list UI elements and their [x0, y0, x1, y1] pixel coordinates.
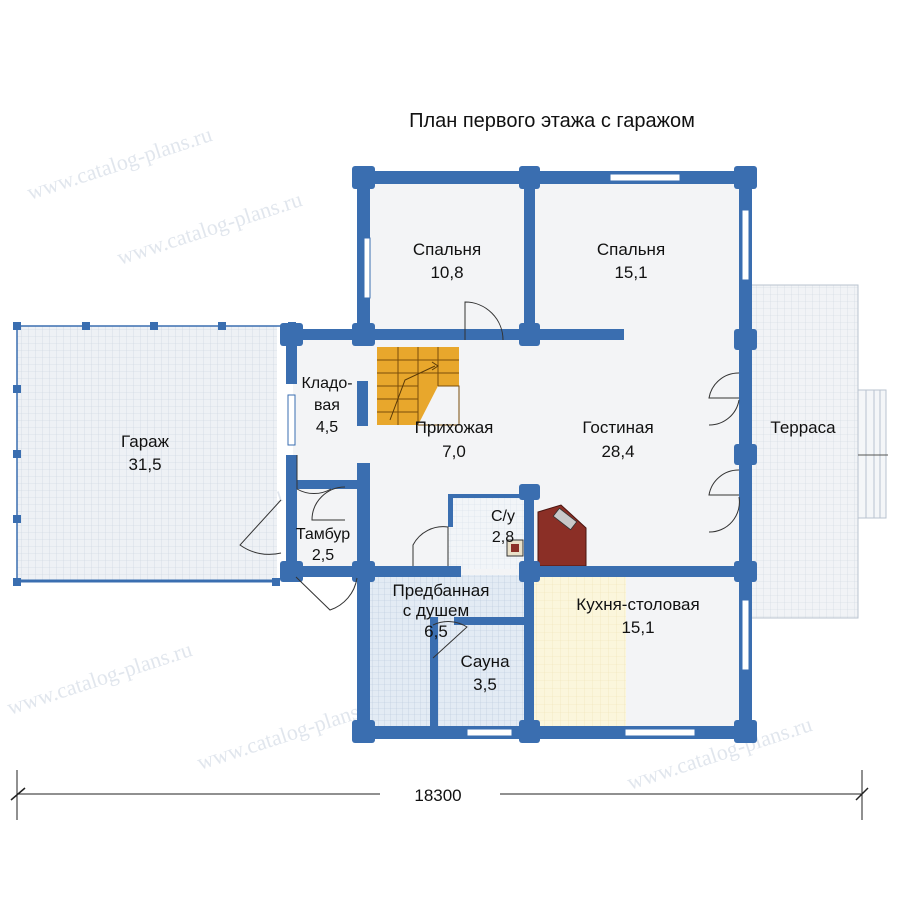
room-name-line1: Предбанная — [393, 581, 490, 600]
room-name: Сауна — [460, 652, 510, 671]
room-name: Тамбур — [296, 526, 350, 543]
dimension-line — [10, 770, 869, 820]
doors — [239, 301, 740, 659]
room-area: 28,4 — [601, 442, 634, 461]
room-name: Спальня — [597, 240, 665, 259]
room-name: Кухня-столовая — [576, 595, 699, 614]
room-area: 4,5 — [316, 419, 338, 436]
watermark-text: www.catalog-plans.ru — [114, 186, 305, 269]
plan-title: План первого этажа с гаражом — [409, 110, 695, 132]
kitchen-floor — [533, 575, 626, 732]
terrace-steps — [857, 389, 887, 519]
room-name: Гостиная — [582, 418, 653, 437]
room-name: Гараж — [121, 432, 170, 451]
room-area: 2,5 — [312, 547, 334, 564]
steps-lines — [865, 390, 881, 518]
watermark-text: www.catalog-plans.ru — [4, 636, 195, 719]
room-area: 6,5 — [424, 622, 448, 641]
dimension-label: 18300 — [414, 786, 461, 805]
room-area: 15,1 — [621, 618, 654, 637]
sauna-zone-floor — [364, 575, 529, 732]
room-name-line2: с душем — [403, 601, 469, 620]
su-floor — [448, 494, 528, 569]
room-name-line2: вая — [314, 397, 340, 414]
kladovaya-floor — [293, 335, 364, 575]
room-area: 10,8 — [430, 263, 463, 282]
stove — [506, 504, 587, 567]
room-area: 7,0 — [442, 442, 466, 461]
stairs — [377, 347, 460, 426]
room-name-line1: Кладо- — [301, 375, 352, 392]
terrace-area — [747, 284, 859, 619]
windows — [287, 173, 750, 737]
room-name: С/у — [491, 508, 515, 525]
room-area: 3,5 — [473, 675, 497, 694]
room-name: Прихожая — [415, 418, 494, 437]
room-area: 31,5 — [128, 455, 161, 474]
watermark-text: www.catalog-plans.ru — [24, 121, 215, 204]
room-area: 15,1 — [614, 263, 647, 282]
room-name: Терраса — [770, 418, 836, 437]
room-area: 2,8 — [492, 529, 514, 546]
garage-area — [17, 326, 277, 580]
log-joints — [280, 166, 757, 743]
room-name: Спальня — [413, 240, 481, 259]
